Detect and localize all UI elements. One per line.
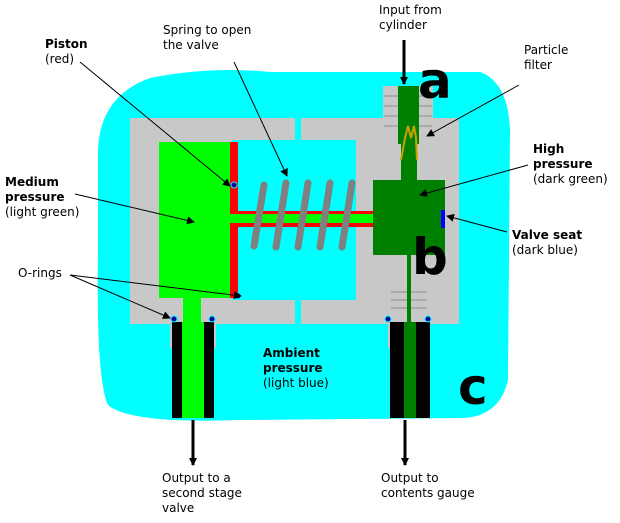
label-out-left-line3: valve — [162, 501, 195, 515]
label-seat-title: Valve seat — [512, 228, 583, 242]
hose-right — [388, 322, 430, 418]
label-spring-line2: the valve — [163, 38, 219, 52]
piston-stem-core — [230, 214, 444, 223]
label-out-right-line1: Output to — [381, 471, 439, 485]
o-ring-left-2 — [208, 315, 216, 323]
label-high-line1: High — [533, 142, 565, 156]
label-out-right: Output to contents gauge — [381, 471, 475, 501]
letter-b: b — [412, 228, 448, 286]
o-ring-right-1 — [384, 315, 392, 323]
o-ring-left-1 — [170, 315, 178, 323]
label-filter-line2: filter — [524, 58, 552, 72]
label-out-left-line2: second stage — [162, 486, 242, 500]
label-piston-sub: (red) — [45, 52, 75, 66]
letter-c: c — [458, 358, 488, 416]
label-out-left-line1: Output to a — [162, 471, 231, 485]
particle-filter — [400, 125, 418, 161]
label-orings-text: O-rings — [18, 266, 62, 280]
gauge-passage-lower — [407, 284, 411, 324]
high-pressure-chamber — [373, 180, 445, 255]
label-high: High pressure (dark green) — [533, 142, 608, 187]
label-ambient-sub: (light blue) — [263, 376, 329, 390]
label-input-line1: Input from — [379, 3, 442, 17]
label-ambient-line2: pressure — [263, 361, 323, 375]
label-seat: Valve seat (dark blue) — [512, 228, 582, 258]
label-high-line2: pressure — [533, 157, 593, 171]
label-ambient: Ambient pressure (light blue) — [263, 346, 329, 391]
high-pressure-passage — [401, 140, 417, 182]
label-medium: Medium pressure (light green) — [5, 175, 79, 220]
label-spring-line1: Spring to open — [163, 23, 252, 37]
pointer-lines — [69, 61, 529, 319]
medium-pressure-chamber — [159, 142, 234, 298]
flow-arrows — [189, 40, 409, 466]
label-orings: O-rings — [18, 266, 62, 281]
label-input-line2: cylinder — [379, 18, 427, 32]
o-ring-stem — [230, 181, 238, 189]
label-spring: Spring to open the valve — [163, 23, 251, 53]
label-input: Input from cylinder — [379, 3, 442, 33]
hose-left — [170, 322, 216, 418]
label-out-left: Output to a second stage valve — [162, 471, 242, 516]
label-out-right-line2: contents gauge — [381, 486, 475, 500]
label-medium-line1: Medium — [5, 175, 59, 189]
o-ring-right-2 — [424, 315, 432, 323]
label-piston-title: Piston — [45, 37, 88, 51]
label-medium-sub: (light green) — [5, 205, 80, 219]
letter-a: a — [418, 52, 452, 110]
label-filter-line1: Particle — [524, 43, 569, 57]
label-seat-sub: (dark blue) — [512, 243, 578, 257]
spring — [250, 179, 356, 251]
label-piston: Piston (red) — [45, 37, 88, 67]
label-filter: Particle filter — [524, 43, 568, 73]
label-high-sub: (dark green) — [533, 172, 608, 186]
valve-seat — [441, 210, 445, 228]
label-medium-line2: pressure — [5, 190, 65, 204]
label-ambient-line1: Ambient — [263, 346, 320, 360]
